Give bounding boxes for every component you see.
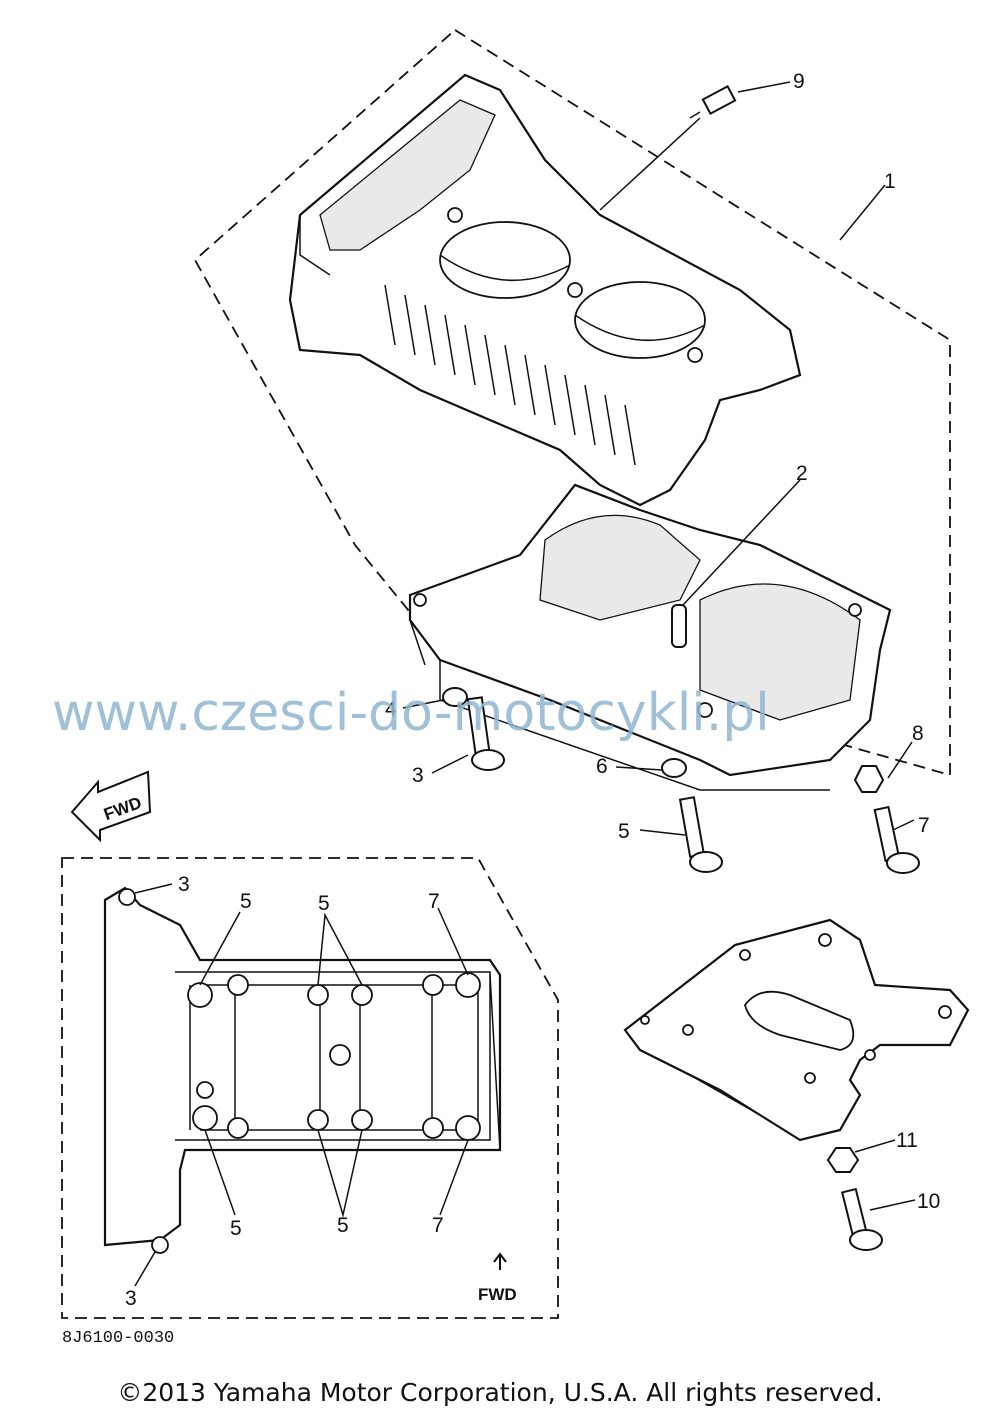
bottom-view-boundary: [61, 857, 559, 1319]
bolt-5: [678, 796, 723, 873]
svg-text:FWD: FWD: [478, 1285, 517, 1304]
washer-8: [853, 765, 885, 793]
inset-leader-lines: [134, 883, 469, 1287]
callout-6: 6: [596, 755, 608, 778]
nut-11: [826, 1147, 860, 1173]
callout-7: 7: [918, 814, 930, 837]
skid-plate: [623, 918, 970, 1142]
leader-lines: [402, 81, 915, 836]
bolt-10: [840, 1187, 883, 1251]
drawing-code: 8J6100-0030: [62, 1329, 174, 1348]
callout-3: 3: [412, 764, 424, 787]
inset-callout-5-a: 5: [240, 890, 252, 913]
callout-4: 4: [385, 698, 397, 721]
callout-5: 5: [618, 820, 630, 843]
inset-callout-3-bot: 3: [125, 1287, 137, 1310]
callout-2: 2: [796, 462, 808, 485]
washer-6: [661, 758, 687, 778]
callout-8: 8: [912, 722, 924, 745]
inset-callout-7-bot: 7: [432, 1214, 444, 1237]
inset-callout-5-b: 5: [318, 892, 330, 915]
copyright-notice: ©2013 Yamaha Motor Corporation, U.S.A. A…: [117, 1378, 883, 1407]
bolt-7: [873, 805, 920, 874]
svg-text:FWD: FWD: [101, 793, 144, 824]
breather-fitting: [689, 85, 737, 119]
watermark: www.czesci-do-motocykli.pl: [52, 683, 770, 743]
crankcase-bottom-view: [103, 886, 502, 1254]
callout-10: 10: [917, 1190, 940, 1213]
upper-crankcase: [288, 73, 802, 507]
callout-9: 9: [793, 70, 805, 93]
inset-fwd-arrow-icon: FWD: [478, 1252, 517, 1304]
callout-11: 11: [896, 1129, 918, 1152]
leader-10: [869, 1199, 916, 1211]
inset-callout-5-d: 5: [337, 1214, 349, 1237]
bolt-3: [466, 696, 505, 771]
lower-crankcase: [408, 483, 892, 791]
fwd-arrow-icon: FWD: [70, 770, 152, 843]
dowel-pin: [671, 604, 687, 648]
callout-1: 1: [884, 170, 896, 193]
washer-4: [442, 687, 468, 707]
inset-callout-3-top: 3: [178, 873, 190, 896]
inset-callout-5-c: 5: [230, 1217, 242, 1240]
inset-callout-7-top: 7: [428, 890, 440, 913]
leader-11: [854, 1139, 896, 1153]
bottom-view-bolt-holes: [187, 972, 481, 1141]
